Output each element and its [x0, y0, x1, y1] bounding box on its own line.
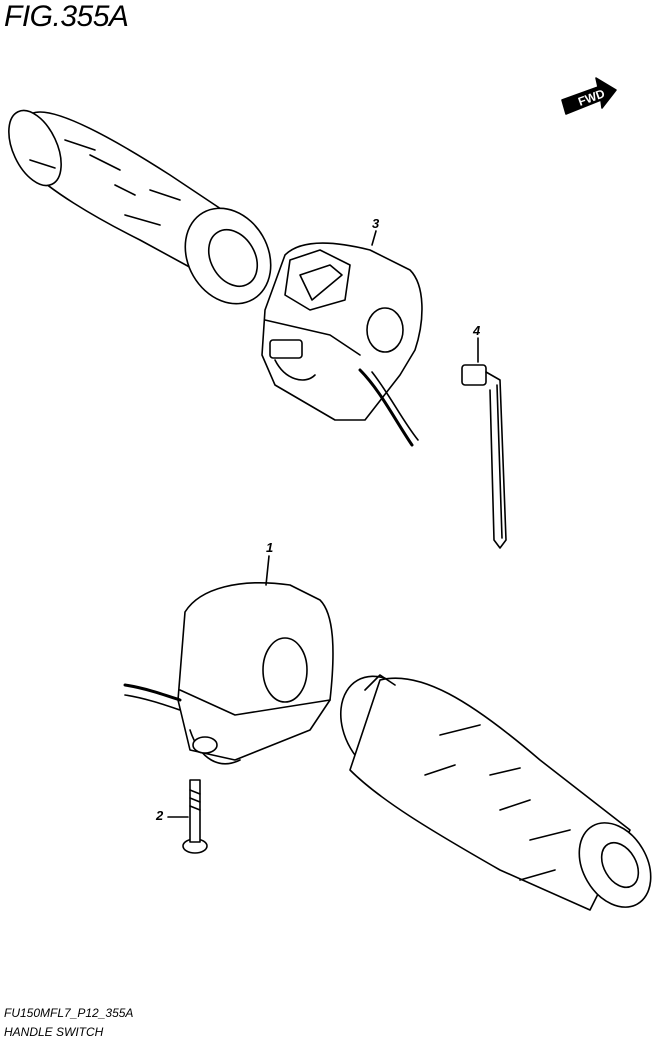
left-grip: [8, 109, 272, 305]
bolt: [182, 779, 208, 854]
callout-1: 1: [266, 540, 274, 555]
figure-title: FIG.355A: [4, 0, 129, 33]
fwd-arrow-icon: FWD: [561, 77, 617, 115]
drawing-caption: HANDLE SWITCH: [4, 1025, 104, 1039]
right-grip: [339, 674, 652, 911]
leader-line-3: [371, 230, 377, 246]
switch-housing: [123, 582, 334, 765]
callout-2: 2: [156, 808, 164, 823]
cable-tie: [461, 364, 507, 549]
drawing-code: FU150MFL7_P12_355A: [4, 1006, 134, 1020]
callout-3: 3: [372, 216, 380, 231]
switch-assembly: [261, 242, 423, 447]
callout-4: 4: [473, 323, 481, 338]
leader-line-1: [265, 555, 270, 586]
